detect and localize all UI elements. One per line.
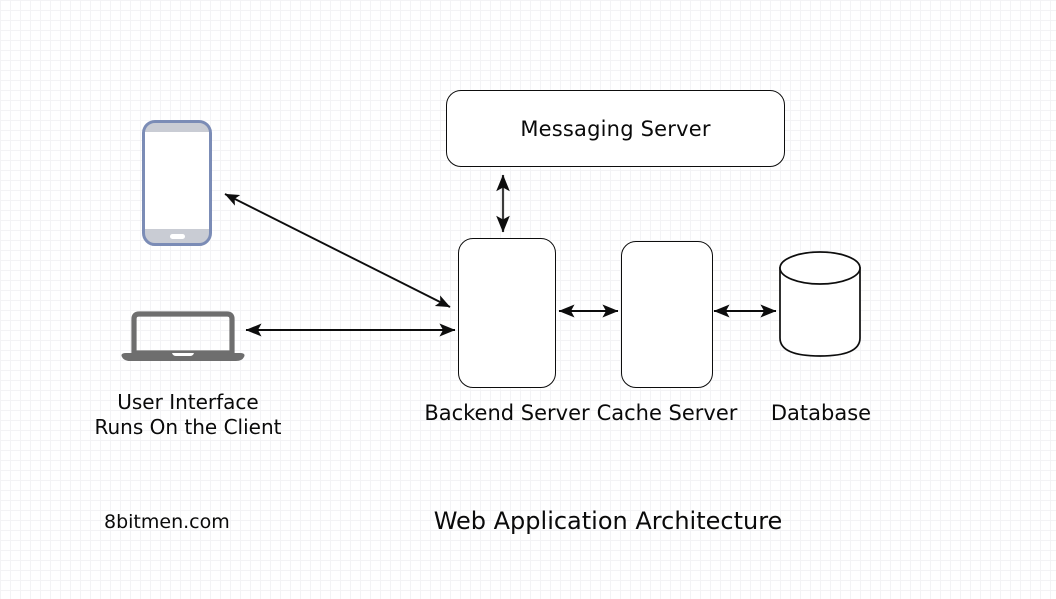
- client-caption-line1: User Interface: [117, 390, 259, 414]
- node-database-label: Database: [770, 401, 872, 425]
- client-caption: User Interface Runs On the Client: [52, 390, 324, 440]
- client-caption-line2: Runs On the Client: [94, 415, 282, 439]
- client-device-phone[interactable]: [142, 120, 212, 246]
- node-messaging-server-label: Messaging Server: [520, 117, 711, 141]
- brand-watermark: 8bitmen.com: [104, 511, 230, 533]
- phone-body: [142, 120, 212, 246]
- node-cache-server[interactable]: [621, 241, 713, 388]
- database-cylinder-glyph: [779, 251, 861, 357]
- node-database[interactable]: [775, 250, 867, 362]
- phone-screen: [145, 132, 209, 229]
- client-device-laptop[interactable]: [120, 306, 246, 364]
- connector-phone-to-backend: [224, 193, 451, 308]
- node-backend-server-label: Backend Server: [424, 401, 590, 425]
- diagram-title: Web Application Architecture: [433, 507, 783, 535]
- laptop-glyph: [121, 311, 245, 361]
- node-cache-server-label: Cache Server: [596, 401, 738, 425]
- node-backend-server[interactable]: [458, 238, 556, 388]
- phone-home-button: [170, 234, 185, 239]
- node-messaging-server[interactable]: Messaging Server: [446, 90, 785, 167]
